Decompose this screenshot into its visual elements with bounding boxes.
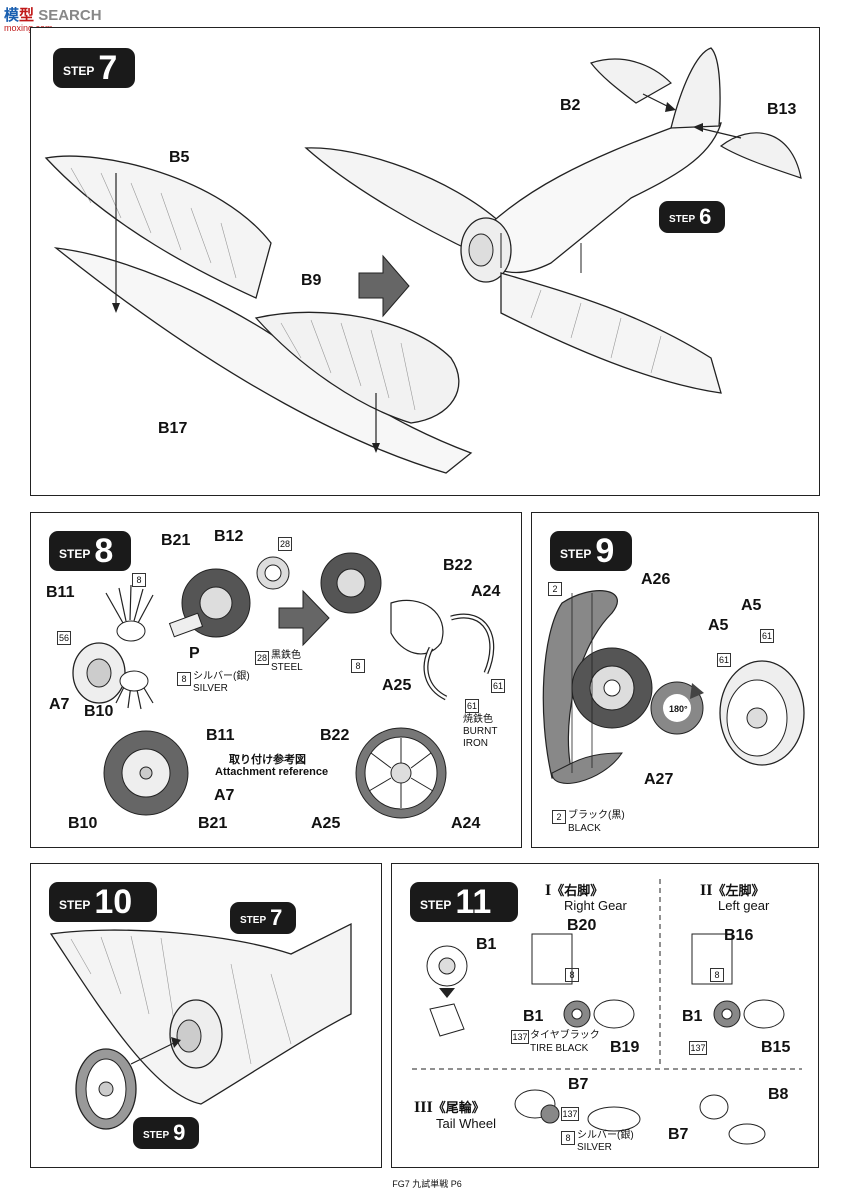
paint-silver-jp-tail: シルバー(銀)	[577, 1130, 634, 1141]
part-label-b1-left: B1	[682, 1008, 703, 1025]
attachment-ref-en: Attachment reference	[215, 766, 329, 778]
paint-silver-en-tail: SILVER	[577, 1142, 612, 1153]
step8-illustration	[72, 552, 495, 819]
paint-steel-en: STEEL	[271, 662, 303, 673]
paint-burnt-en1: BURNT	[463, 726, 498, 737]
part-label-b19: B19	[610, 1039, 640, 1056]
paint-code-56: 56	[57, 631, 71, 645]
paint-code-61: 61	[465, 699, 479, 713]
part-label-b1-right: B1	[523, 1008, 544, 1025]
paint-code-8-right: 8	[565, 968, 579, 982]
part-label-a7: A7	[49, 696, 70, 713]
part-label-b7-top: B7	[568, 1076, 589, 1093]
paint-code-137-right: 137	[511, 1030, 529, 1044]
part-label-a27: A27	[644, 771, 674, 788]
tire-black-jp: タイヤブラック	[530, 1030, 600, 1041]
step9-illustration	[542, 590, 805, 784]
paint-code-137-tail: 137	[561, 1107, 579, 1121]
ref-label-b11: B11	[206, 727, 235, 744]
tire-black-en: TIRE BLACK	[530, 1043, 589, 1054]
part-label-b17: B17	[158, 420, 188, 437]
paint-silver-jp: シルバー(銀)	[193, 671, 250, 682]
ref-label-a24: A24	[451, 815, 481, 832]
paint-code-8b: 8	[177, 672, 191, 686]
part-label-b5: B5	[169, 149, 190, 166]
paint-code-2a: 2	[548, 582, 562, 596]
paint-burnt-en2: IRON	[463, 738, 488, 749]
paint-code-8-left: 8	[710, 968, 724, 982]
watermark-url: moxing.com	[4, 23, 53, 33]
watermark-logo: 模型 SEARCH	[4, 7, 102, 24]
paint-code-61b-s9: 61	[717, 653, 731, 667]
part-label-b20: B20	[567, 917, 597, 934]
ref-label-b21: B21	[198, 815, 228, 832]
paint-code-8a: 8	[132, 573, 146, 587]
paint-silver-en: SILVER	[193, 683, 228, 694]
right-gear-en: Right Gear	[564, 898, 627, 913]
paint-code-8-tail: 8	[561, 1131, 575, 1145]
part-label-a24: A24	[471, 583, 501, 600]
part-label-b21: B21	[161, 532, 191, 549]
paint-black-jp: ブラック(黒)	[568, 810, 625, 821]
step7-illustration	[44, 47, 802, 474]
paint-code-28b: 28	[255, 651, 269, 665]
part-label-b15: B15	[761, 1039, 791, 1056]
part-label-b7-bottom: B7	[668, 1126, 689, 1143]
attachment-ref-jp: 取り付け参考図	[229, 754, 306, 766]
tail-wheel-heading: III《尾輪》	[414, 1099, 485, 1116]
part-label-b13: B13	[767, 101, 797, 118]
paint-black-en: BLACK	[568, 823, 601, 834]
paint-code-137-left: 137	[689, 1041, 707, 1055]
part-label-b22: B22	[443, 557, 473, 574]
step10-illustration	[49, 922, 352, 1130]
paint-code-61a: 61	[760, 629, 774, 643]
paint-code-28a: 28	[278, 537, 292, 551]
part-label-b12: B12	[214, 528, 244, 545]
left-gear-en: Left gear	[718, 898, 770, 913]
part-label-a25: A25	[382, 677, 412, 694]
part-label-b8: B8	[768, 1086, 789, 1103]
tail-wheel-en: Tail Wheel	[436, 1116, 496, 1131]
left-gear-heading: II《左脚》	[700, 882, 765, 899]
page-footer: FG7 九試単戦 P6	[392, 1179, 462, 1189]
part-label-b10: B10	[84, 703, 114, 720]
paint-code-2b: 2	[552, 810, 566, 824]
paint-code-8c: 8	[351, 659, 365, 673]
part-label-b16: B16	[724, 927, 754, 944]
ref-label-b22: B22	[320, 727, 350, 744]
paint-code-61b: 61	[491, 679, 505, 693]
ref-label-a25: A25	[311, 815, 341, 832]
part-label-b1-detail: B1	[476, 936, 497, 953]
part-label-a26: A26	[641, 571, 671, 588]
part-label-b2: B2	[560, 97, 581, 114]
part-label-p: P	[189, 645, 200, 662]
part-label-a5-left: A5	[708, 617, 729, 634]
paint-steel-jp: 黒鉄色	[271, 650, 301, 661]
part-label-a5-top: A5	[741, 597, 762, 614]
ref-label-a7: A7	[214, 787, 235, 804]
rotate-180-label: 180°	[669, 704, 688, 714]
ref-label-b10: B10	[68, 815, 98, 832]
right-gear-heading: I《右脚》	[545, 882, 604, 899]
part-label-b9: B9	[301, 272, 322, 289]
paint-burnt-jp: 焼鉄色	[463, 714, 493, 725]
part-label-b11: B11	[46, 584, 75, 601]
